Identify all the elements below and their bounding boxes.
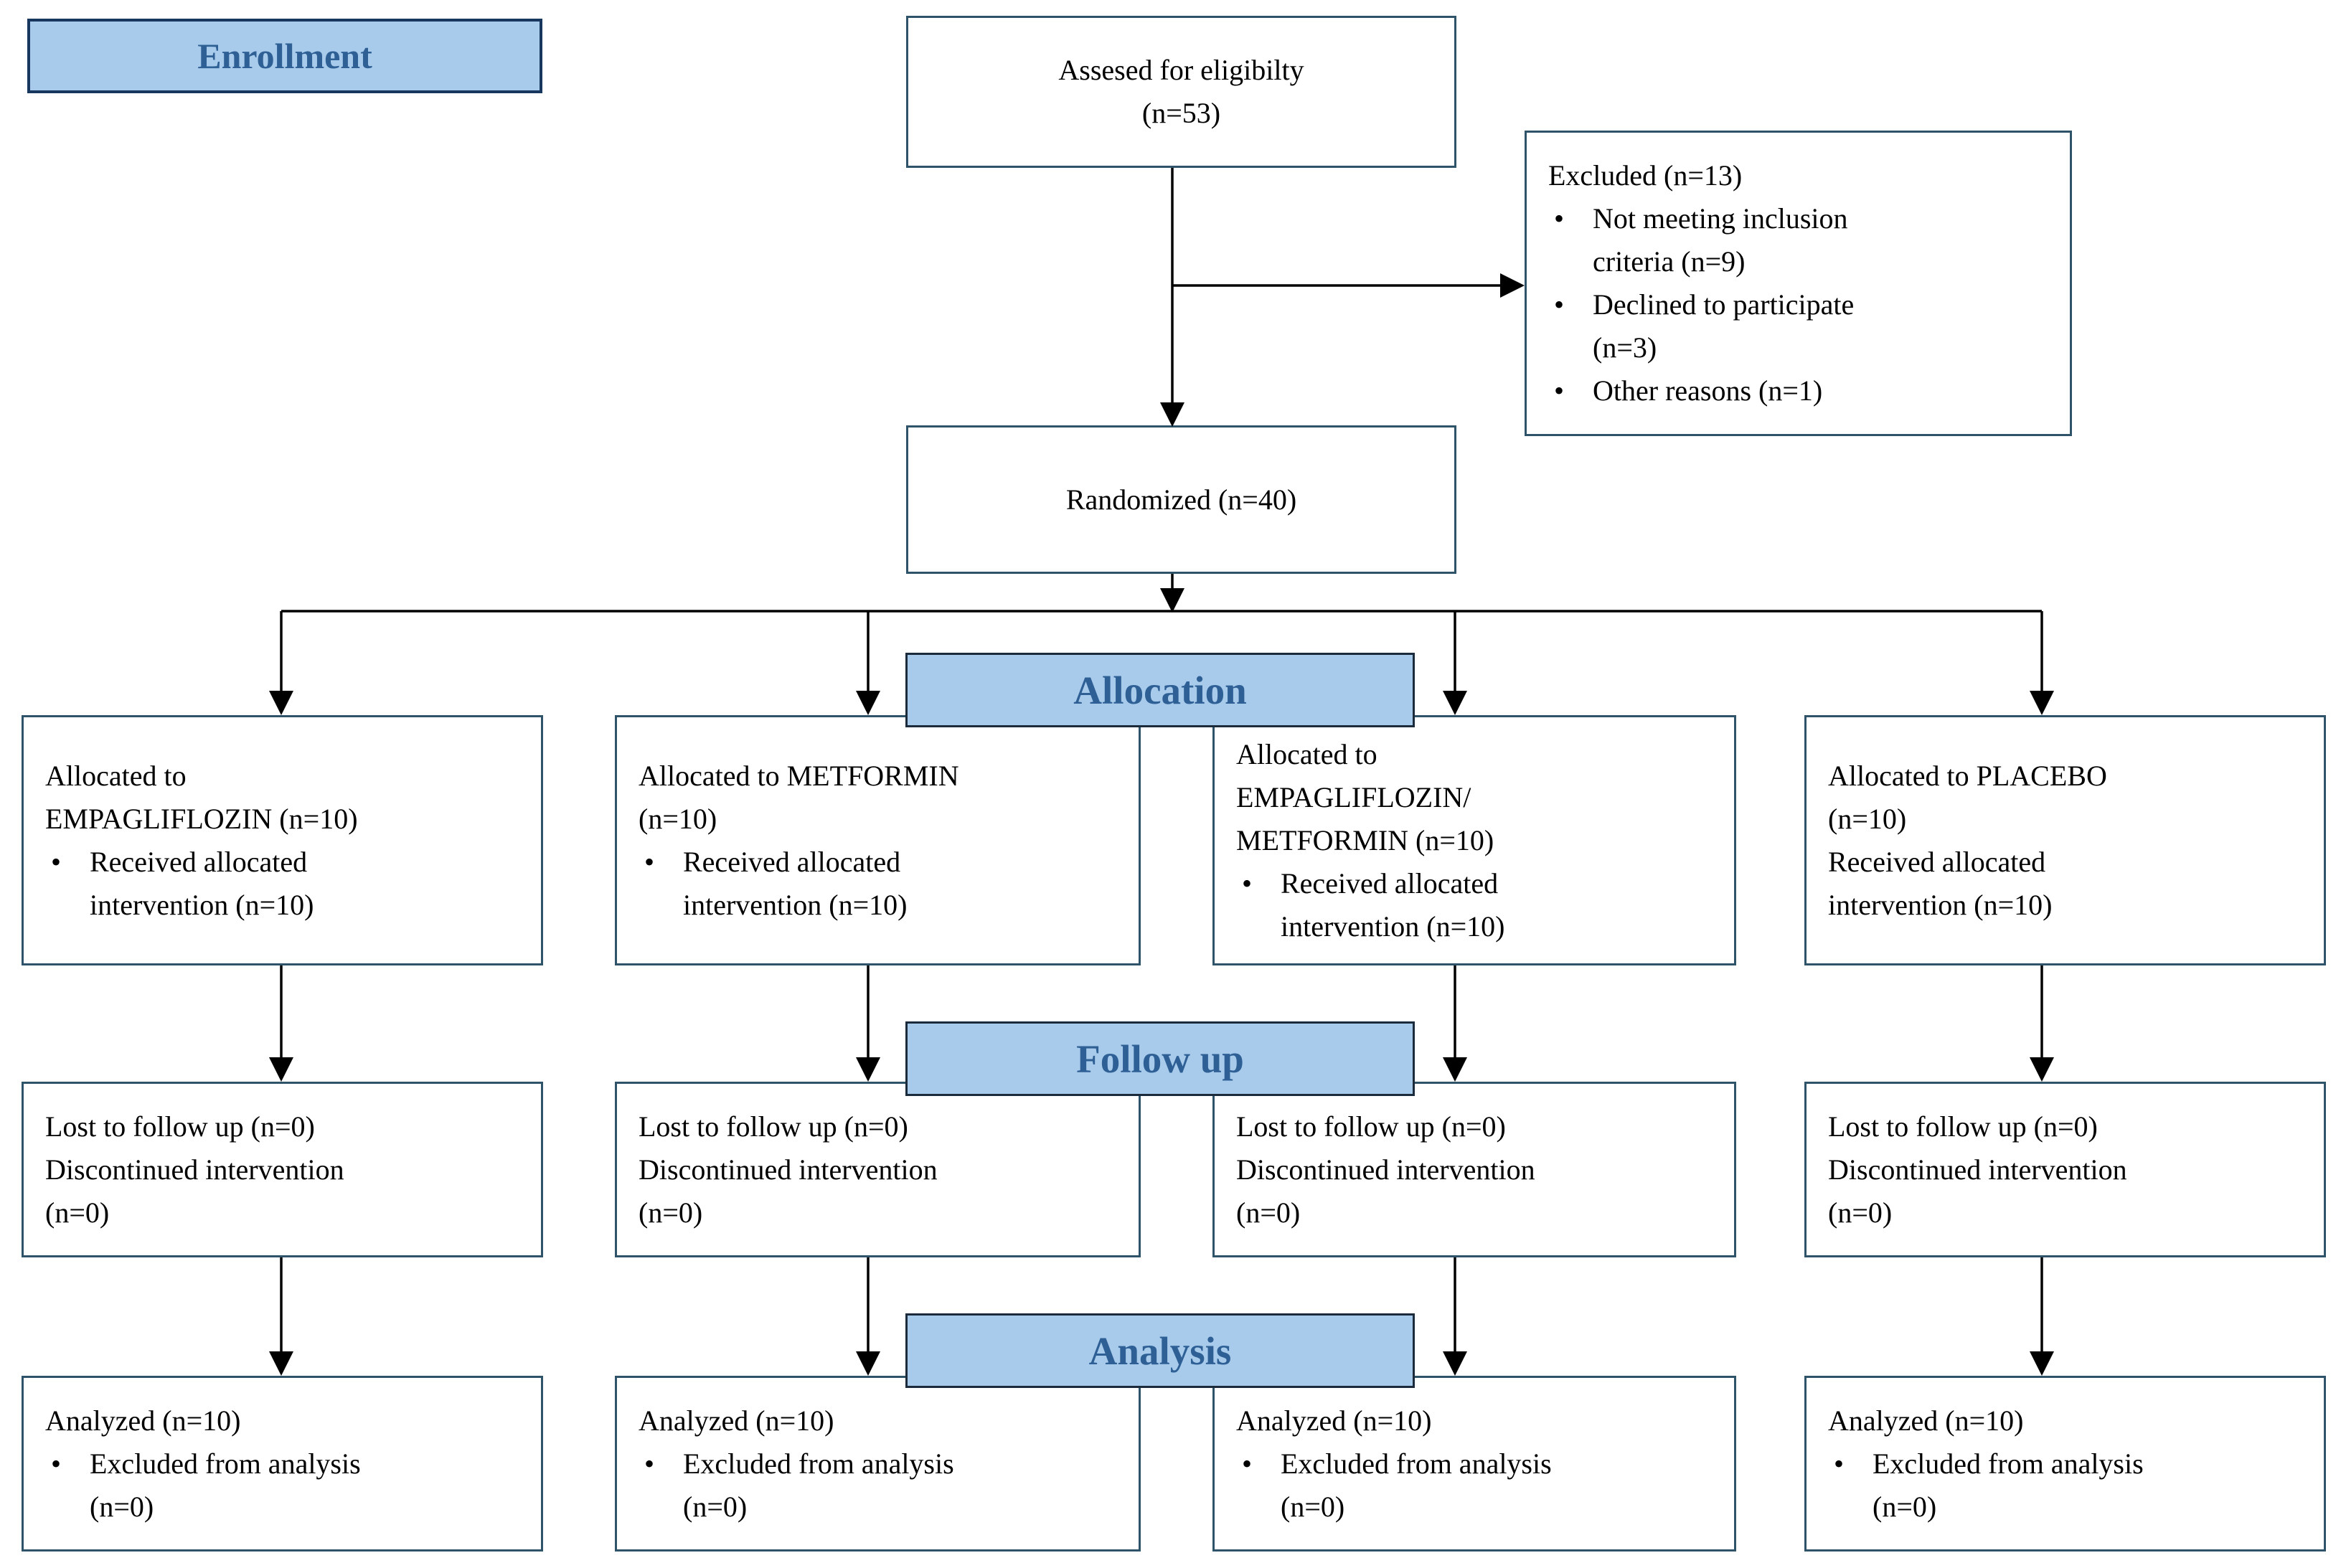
text-line: Excluded from analysis <box>1828 1442 2302 1486</box>
arrowhead-right-icon <box>1500 273 1525 298</box>
text-line: (n=53) <box>1141 97 1221 129</box>
arrowhead-down-icon <box>1443 1351 1467 1376</box>
text-line: Analyzed (n=10) <box>639 1404 834 1437</box>
text-line: Excluded (n=13) <box>1548 159 1743 192</box>
followup-box-placebo: Lost to follow up (n=0) Discontinued int… <box>1804 1082 2326 1257</box>
text-line: Excluded from analysis <box>1236 1442 1713 1486</box>
allocation-box-empagliflozin: Allocated to EMPAGLIFLOZIN (n=10) Receiv… <box>22 715 543 965</box>
arrowhead-down-icon <box>269 1057 293 1082</box>
analysis-box-empagliflozin-metformin: Analyzed (n=10) Excluded from analysis (… <box>1212 1376 1736 1552</box>
text-line: Analyzed (n=10) <box>1236 1404 1432 1437</box>
text-line: Received allocated <box>1828 845 2046 878</box>
randomized-box: Randomized (n=40) <box>906 425 1456 574</box>
analysis-banner: Analysis <box>905 1313 1415 1388</box>
text-line: (n=0) <box>639 1196 703 1229</box>
arrowhead-down-icon <box>1160 402 1184 427</box>
text-line: Received allocated <box>639 841 1117 884</box>
arrowhead-down-icon <box>269 1351 293 1376</box>
arrowhead-down-icon <box>2030 1351 2054 1376</box>
arrowhead-down-icon <box>856 1057 880 1082</box>
arrowhead-down-icon <box>1443 1057 1467 1082</box>
text-line: (n=3) <box>1593 331 1657 364</box>
followup-box-metformin: Lost to follow up (n=0) Discontinued int… <box>615 1082 1141 1257</box>
text-line: Assesed for eligibilty <box>1058 54 1304 86</box>
text-line: Other reasons (n=1) <box>1548 369 2048 412</box>
text-line: (n=0) <box>45 1196 110 1229</box>
text-line: (n=0) <box>90 1490 154 1523</box>
text-line: Allocated to <box>45 759 187 792</box>
text-line: EMPAGLIFLOZIN/ <box>1236 780 1471 813</box>
text-line: criteria (n=9) <box>1593 245 1746 278</box>
arrowhead-down-icon <box>856 1351 880 1376</box>
text-line: (n=0) <box>683 1490 748 1523</box>
arrowhead-down-icon <box>856 691 880 715</box>
text-line: Excluded from analysis <box>639 1442 1117 1486</box>
allocation-box-placebo: Allocated to PLACEBO (n=10) Received all… <box>1804 715 2326 965</box>
connector-lines <box>280 168 2043 1351</box>
text-line: Analyzed (n=10) <box>1828 1404 2024 1437</box>
text-line: Allocated to METFORMIN <box>639 759 959 792</box>
followup-banner-label: Follow up <box>1076 1036 1244 1081</box>
text-line: Lost to follow up (n=0) <box>1236 1110 1506 1143</box>
text-line: Analyzed (n=10) <box>45 1404 241 1437</box>
analysis-box-metformin: Analyzed (n=10) Excluded from analysis (… <box>615 1376 1141 1552</box>
allocation-box-metformin: Allocated to METFORMIN (n=10) Received a… <box>615 715 1141 965</box>
arrowhead-down-icon <box>269 691 293 715</box>
text-line: (n=0) <box>1281 1490 1345 1523</box>
text-line: intervention (n=10) <box>90 888 314 921</box>
text-line: Discontinued intervention <box>45 1153 344 1186</box>
arrowhead-down-icon <box>2030 1057 2054 1082</box>
text-line: (n=10) <box>639 802 717 835</box>
text-line: Allocated to PLACEBO <box>1828 759 2107 792</box>
text-line: (n=0) <box>1236 1196 1301 1229</box>
arrowhead-down-icon <box>1443 691 1467 715</box>
followup-box-empagliflozin-metformin: Lost to follow up (n=0) Discontinued int… <box>1212 1082 1736 1257</box>
text-line: intervention (n=10) <box>683 888 908 921</box>
text-line: Discontinued intervention <box>1236 1153 1535 1186</box>
followup-box-empagliflozin: Lost to follow up (n=0) Discontinued int… <box>22 1082 543 1257</box>
text-line: METFORMIN (n=10) <box>1236 823 1494 856</box>
arrowheads <box>269 273 2054 1376</box>
text-line: intervention (n=10) <box>1281 910 1505 943</box>
text-line: intervention (n=10) <box>1828 888 2053 921</box>
text-line: Discontinued intervention <box>639 1153 938 1186</box>
text-line: (n=0) <box>1828 1196 1893 1229</box>
text-line: Received allocated <box>1236 862 1713 905</box>
enrollment-banner: Enrollment <box>27 19 542 93</box>
text-line: Lost to follow up (n=0) <box>1828 1110 2098 1143</box>
text-line: Declined to participate <box>1548 283 2048 326</box>
assessed-box: Assesed for eligibilty (n=53) <box>906 16 1456 168</box>
arrowhead-down-icon <box>2030 691 2054 715</box>
arrowhead-down-icon <box>1160 588 1184 613</box>
text-line: Randomized (n=40) <box>1065 483 1297 516</box>
text-line: (n=10) <box>1828 802 1907 835</box>
allocation-box-empagliflozin-metformin: Allocated to EMPAGLIFLOZIN/ METFORMIN (n… <box>1212 715 1736 965</box>
analysis-box-placebo: Analyzed (n=10) Excluded from analysis (… <box>1804 1376 2326 1552</box>
text-line: (n=0) <box>1873 1490 1937 1523</box>
analysis-box-empagliflozin: Analyzed (n=10) Excluded from analysis (… <box>22 1376 543 1552</box>
allocation-banner-label: Allocation <box>1073 668 1247 712</box>
text-line: Lost to follow up (n=0) <box>45 1110 315 1143</box>
allocation-banner: Allocation <box>905 653 1415 727</box>
text-line: EMPAGLIFLOZIN (n=10) <box>45 802 358 835</box>
text-line: Not meeting inclusion <box>1548 197 2048 240</box>
text-line: Allocated to <box>1236 737 1377 770</box>
text-line: Discontinued intervention <box>1828 1153 2127 1186</box>
text-line: Lost to follow up (n=0) <box>639 1110 908 1143</box>
excluded-box: Excluded (n=13) Not meeting inclusion cr… <box>1525 131 2072 436</box>
analysis-banner-label: Analysis <box>1088 1328 1232 1373</box>
text-line: Received allocated <box>45 841 519 884</box>
text-line: Excluded from analysis <box>45 1442 519 1486</box>
enrollment-banner-label: Enrollment <box>197 36 372 76</box>
followup-banner: Follow up <box>905 1021 1415 1096</box>
